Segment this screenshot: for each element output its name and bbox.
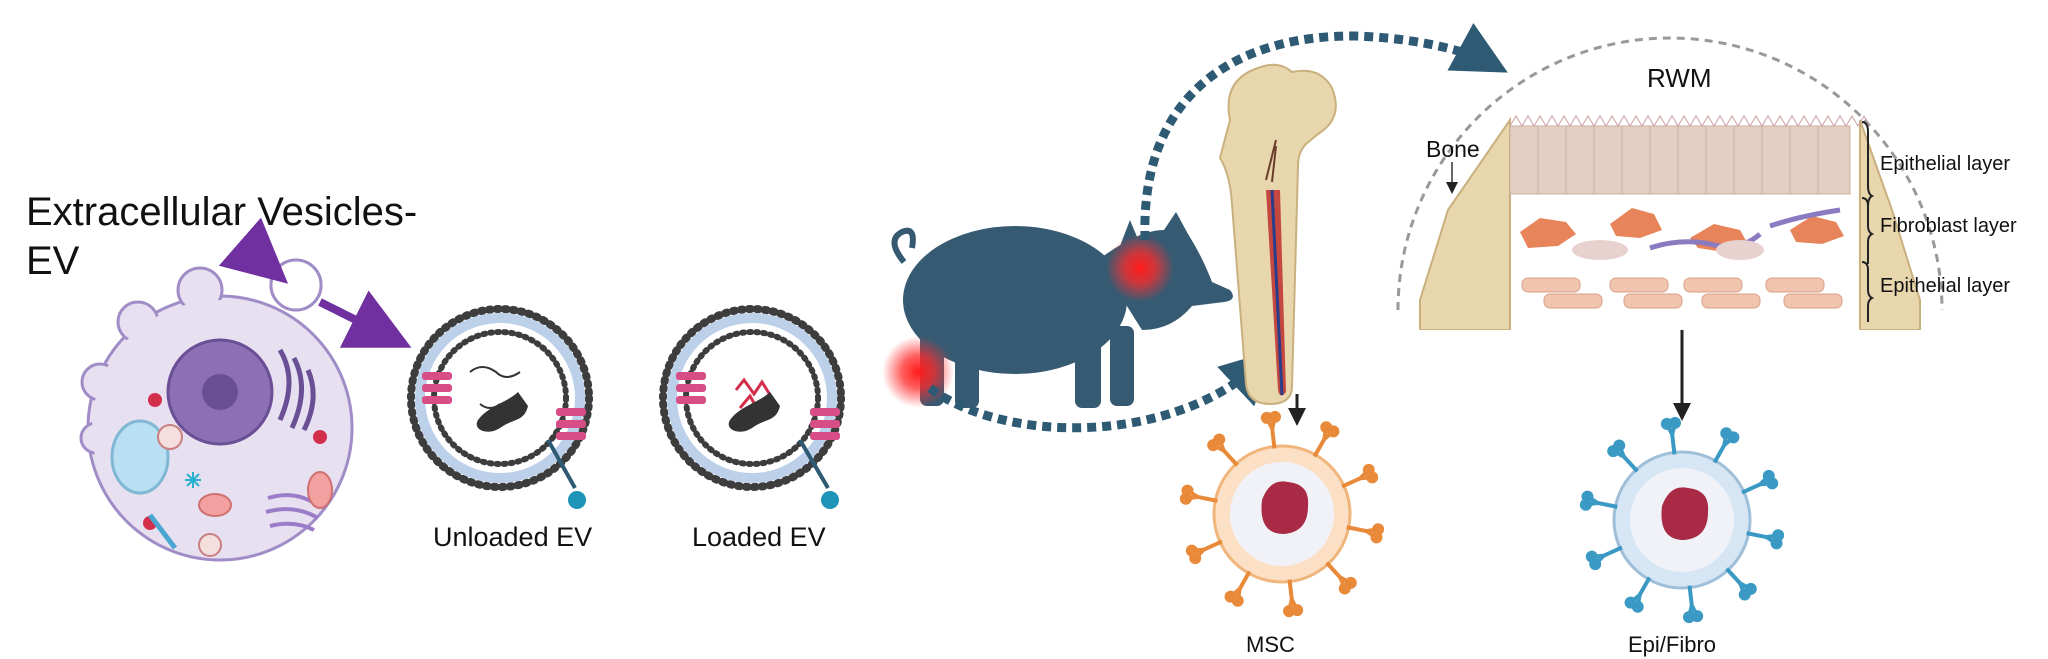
epi-marker-tip xyxy=(1738,588,1751,601)
msc-marker-tip xyxy=(1366,471,1379,484)
msc-marker-tip xyxy=(1370,531,1383,544)
epi-marker-tip xyxy=(1770,537,1783,550)
title-line-1: Extracellular Vesicles- xyxy=(26,190,417,234)
msc-marker-tip xyxy=(1213,433,1226,446)
epi-marker-tip xyxy=(1613,439,1626,452)
epi-marker-tip xyxy=(1669,416,1682,429)
msc-marker-stem xyxy=(1325,561,1342,579)
msc-marker-tip xyxy=(1181,484,1194,497)
loaded-ev-label: Loaded EV xyxy=(692,522,826,552)
msc-marker-stem xyxy=(1237,570,1252,590)
layer-label-3: Epithelial layer xyxy=(1880,275,2010,297)
epi-marker-stem xyxy=(1670,434,1677,455)
bone-label: Bone xyxy=(1426,136,1480,162)
msc-marker-stem xyxy=(1222,449,1239,467)
loaded-ev-icon xyxy=(659,305,845,509)
epi-marker-stem xyxy=(1687,585,1694,606)
layer-label-1: Epithelial layer xyxy=(1880,153,2010,175)
femur-icon xyxy=(1218,63,1337,406)
epi-marker-stem xyxy=(1622,455,1639,473)
secreting-cell-icon xyxy=(79,258,354,562)
epi-marker-stem xyxy=(1741,482,1762,495)
msc-marker-stem xyxy=(1346,525,1367,534)
unloaded-ev-icon xyxy=(407,305,593,509)
msc-marker-stem xyxy=(1202,539,1223,552)
dotted-arrow-to-bone xyxy=(927,349,1276,433)
dotted-arrow-to-rwm xyxy=(1140,23,1508,241)
msc-marker-stem xyxy=(1341,476,1362,489)
msc-marker-tip xyxy=(1338,582,1351,595)
msc-cell-icon xyxy=(1179,410,1385,618)
epi-marker-tip xyxy=(1581,490,1594,503)
unloaded-ev-label: Unloaded EV xyxy=(433,522,592,552)
rwm-panel xyxy=(1396,36,1944,330)
epi-marker-stem xyxy=(1712,444,1727,464)
epi-marker-stem xyxy=(1725,567,1742,585)
epi-marker-stem xyxy=(1637,576,1652,596)
release-arrow xyxy=(318,290,412,348)
injection-site-ear xyxy=(1106,234,1174,302)
title-line-2: EV xyxy=(26,239,80,283)
epi-marker-tip xyxy=(1585,550,1598,563)
msc-label: MSC xyxy=(1246,632,1295,657)
epi-marker-stem xyxy=(1602,545,1623,558)
epi-marker-tip xyxy=(1766,477,1779,490)
epi-marker-stem xyxy=(1746,531,1767,540)
epi-marker-tip xyxy=(1682,611,1695,624)
epi-marker-tip xyxy=(1727,431,1740,444)
rwm-title: RWM xyxy=(1647,63,1712,93)
msc-marker-tip xyxy=(1269,410,1282,423)
msc-marker-tip xyxy=(1282,605,1295,618)
released-ev-icon xyxy=(269,258,323,312)
msc-marker-tip xyxy=(1185,544,1198,557)
secretion-arrow xyxy=(218,217,289,284)
msc-marker-stem xyxy=(1312,438,1327,458)
epi-marker-stem xyxy=(1597,500,1618,509)
epi-marker-tip xyxy=(1624,596,1637,609)
msc-marker-stem xyxy=(1270,428,1277,449)
epi-label: Epi/Fibro xyxy=(1628,632,1716,657)
msc-marker-stem xyxy=(1287,579,1294,600)
layer-label-2: Fibroblast layer xyxy=(1880,215,2017,237)
msc-marker-tip xyxy=(1327,425,1340,438)
msc-marker-stem xyxy=(1197,494,1218,503)
epithelial-cell-icon xyxy=(1579,416,1785,624)
msc-marker-tip xyxy=(1224,590,1237,603)
